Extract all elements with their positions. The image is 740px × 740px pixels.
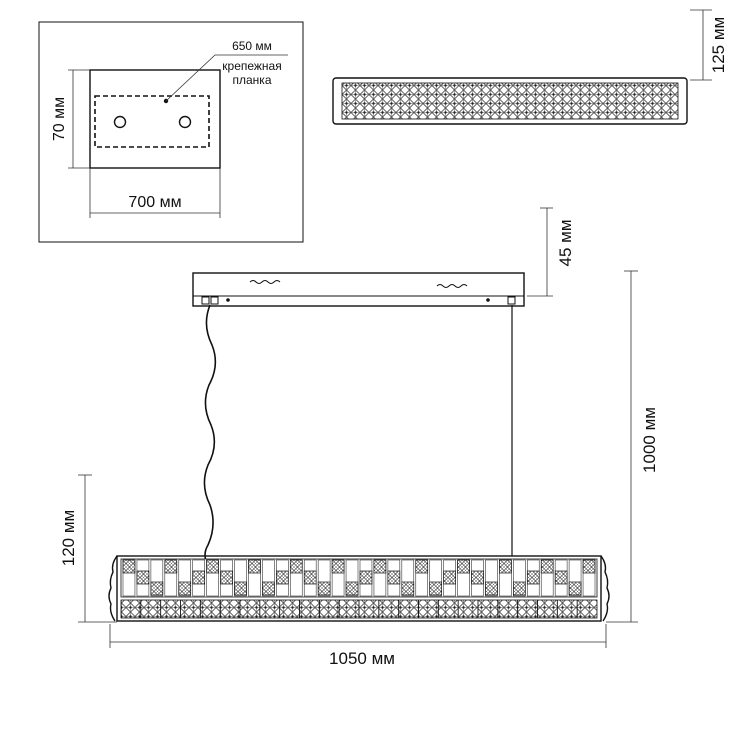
canopy-depth-label: 70 мм (51, 97, 68, 141)
crystal-slat (401, 559, 415, 597)
mounting-bracket (94, 95, 210, 148)
crystal-block (220, 570, 233, 585)
crystal-block (345, 581, 359, 596)
crystal-block (526, 570, 540, 585)
crystal-block (303, 570, 317, 585)
lamp-body-left-end (108, 555, 118, 622)
crystal-block (429, 581, 442, 596)
crystal-block (289, 559, 303, 574)
canopy-screw-right (486, 298, 490, 302)
cable-clamp-right (507, 296, 516, 305)
cable-clamp-left (201, 296, 210, 305)
canopy-vent-left (249, 280, 281, 284)
body-height-label: 120 мм (59, 510, 78, 566)
bracket-label-line2: планка (233, 73, 272, 87)
crystal-block (499, 559, 512, 574)
crystal-block (415, 559, 429, 574)
crystal-block (262, 581, 275, 596)
power-cord (203, 304, 217, 566)
crystal-block (164, 559, 178, 574)
crystal-block (443, 570, 456, 585)
crystal-block (359, 570, 373, 585)
crystal-block (387, 570, 401, 585)
crystal-block (234, 581, 247, 596)
canopy (192, 272, 525, 307)
suspension-height-label: 1000 мм (640, 407, 659, 473)
crystal-block (136, 570, 150, 585)
crystal-slat (262, 559, 275, 597)
crystal-block (401, 581, 415, 596)
crystal-slat (178, 559, 192, 597)
top-view-height-label: 125 мм (709, 17, 728, 73)
mounting-hole-left (113, 115, 127, 129)
body-length-label: 1050 мм (329, 649, 395, 668)
crystal-slat (429, 559, 442, 597)
top-view-body (332, 77, 688, 125)
bracket-leader-line (165, 54, 288, 102)
upper-crystal-blocks (122, 559, 596, 597)
bar-length-label: 650 мм (232, 39, 272, 53)
canopy-vent-right (436, 284, 468, 288)
crystal-block (276, 570, 289, 585)
crystal-block (373, 559, 387, 574)
crystal-block (513, 581, 526, 596)
plan-view-frame (38, 21, 304, 243)
crystal-slat (317, 559, 331, 597)
crystal-block (206, 559, 219, 574)
lower-crystal-dividers (140, 600, 578, 618)
mounting-hole-right (178, 115, 192, 129)
canopy-outline (89, 69, 221, 169)
lamp-body-right-end (600, 555, 610, 622)
cable-clamp-mid (210, 296, 219, 305)
crystal-block (178, 581, 192, 596)
crystal-slat (150, 559, 164, 597)
top-view-crystal-band (341, 82, 679, 120)
canopy-width-label: 700 мм (128, 194, 181, 211)
crystal-block (457, 559, 470, 574)
bracket-label-line1: крепежная (222, 59, 281, 73)
canopy-screw-left (226, 298, 230, 302)
crystal-block (568, 581, 582, 596)
crystal-block (122, 559, 136, 574)
crystal-slat (568, 559, 582, 597)
crystal-slat (513, 559, 526, 597)
crystal-block (554, 570, 568, 585)
crystal-block (331, 559, 345, 574)
crystal-block (248, 559, 261, 574)
crystal-block (471, 570, 484, 585)
lamp-body-outline (116, 555, 602, 622)
lamp-body (108, 555, 610, 622)
plan-view: 650 мм крепежная планка 70 мм 700 мм (38, 21, 304, 243)
crystal-slat (485, 559, 498, 597)
crystal-slat (345, 559, 359, 597)
front-view: 45 мм 1000 мм 120 мм 1050 мм (59, 207, 659, 668)
crystal-block (150, 581, 164, 596)
crystal-block (317, 581, 331, 596)
crystal-block (192, 570, 205, 585)
top-view: 125 мм (332, 9, 728, 125)
canopy-height-label: 45 мм (556, 219, 575, 266)
crystal-block (485, 581, 498, 596)
crystal-slat (234, 559, 247, 597)
crystal-block (540, 559, 554, 574)
crystal-block (582, 559, 596, 574)
